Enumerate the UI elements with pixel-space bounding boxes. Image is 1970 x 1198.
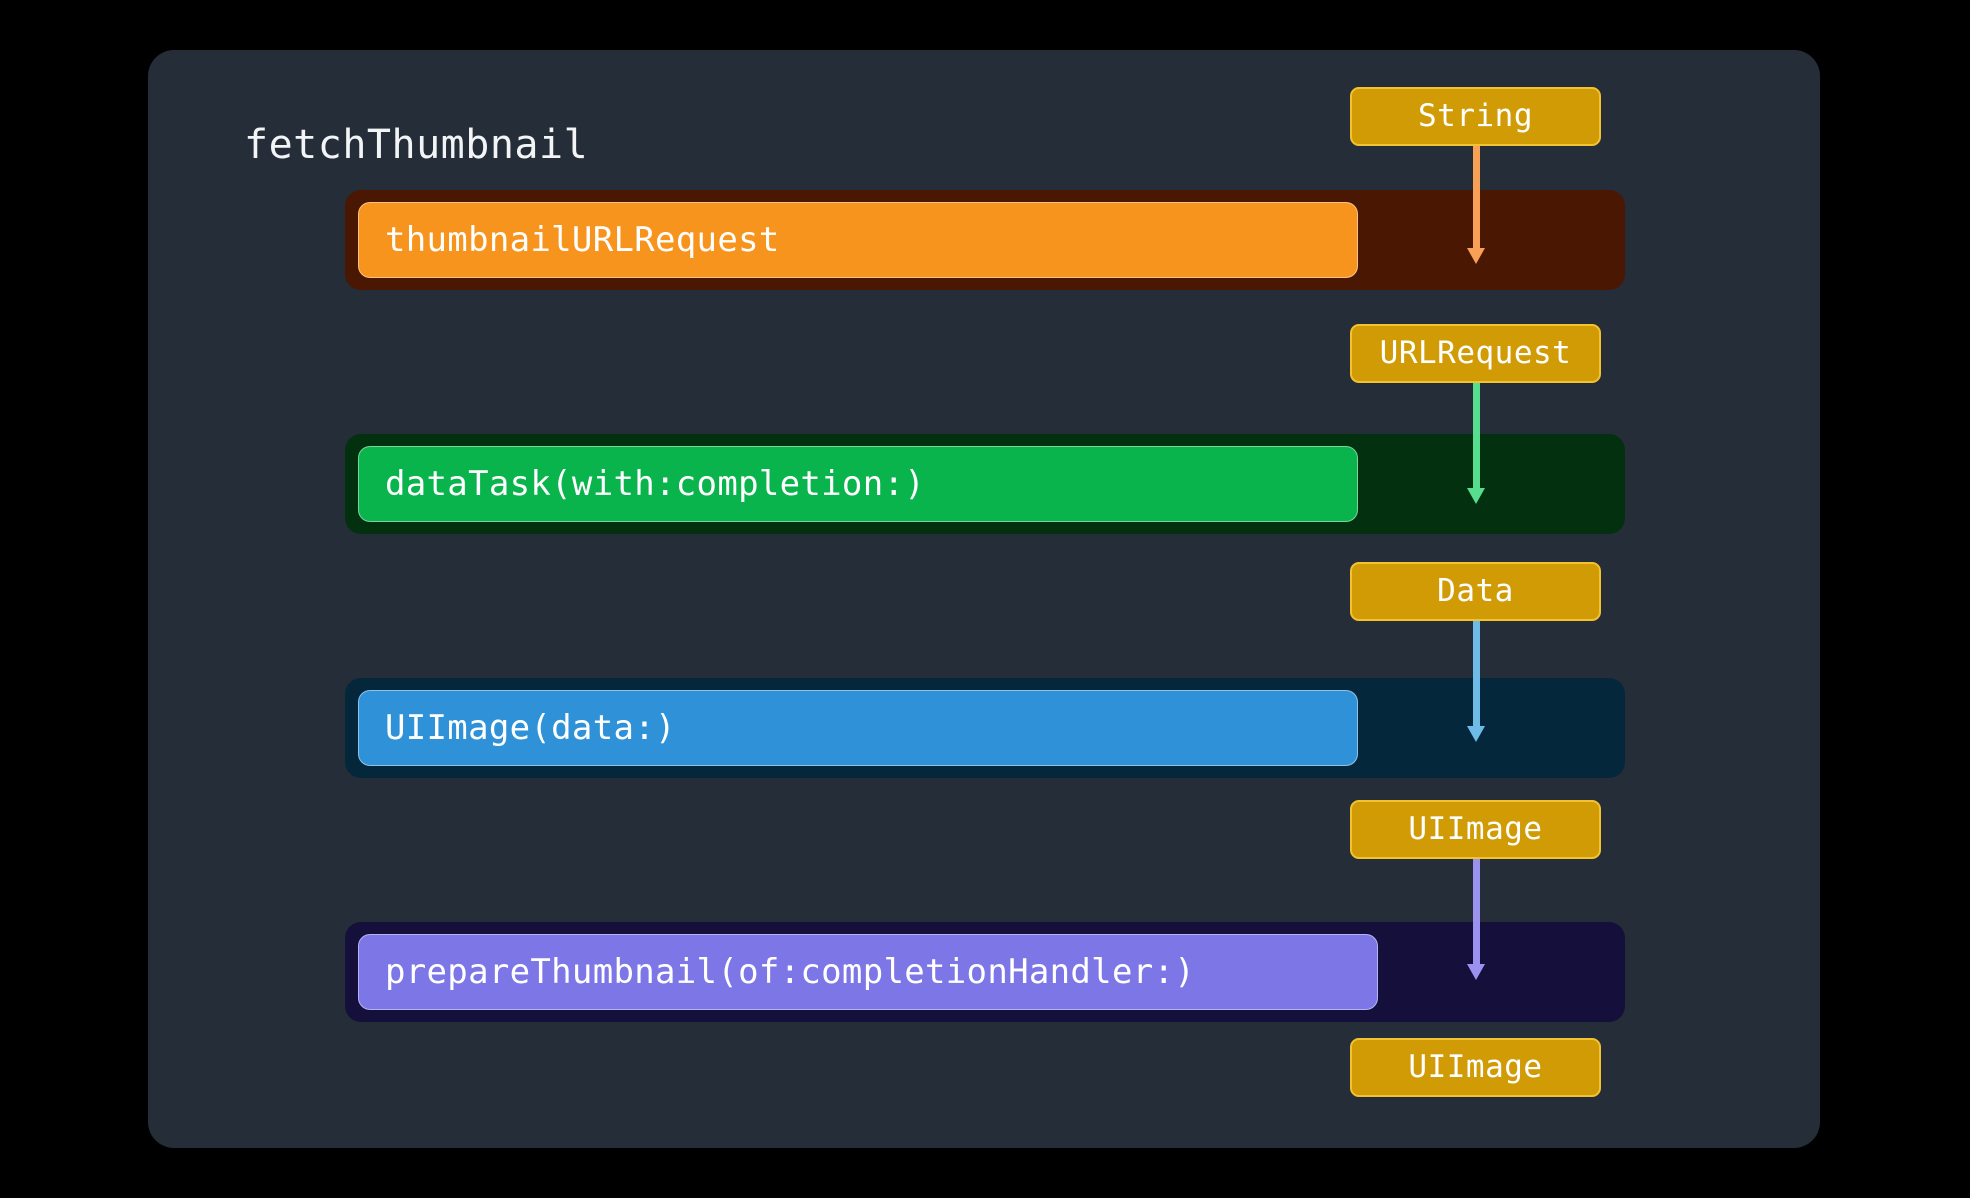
- type-pill-input[interactable]: String: [1350, 87, 1601, 146]
- arrow-shaft: [1473, 857, 1480, 964]
- function-row: dataTask(with:completion:): [345, 434, 1625, 534]
- arrow-shaft: [1473, 142, 1480, 248]
- flow-arrow-icon: [1467, 619, 1485, 742]
- function-label: thumbnailURLRequest: [385, 220, 780, 260]
- function-label: prepareThumbnail(of:completionHandler:): [385, 952, 1196, 992]
- type-pill-output[interactable]: Data: [1350, 562, 1601, 621]
- function-row: prepareThumbnail(of:completionHandler:): [345, 922, 1625, 1022]
- function-bar[interactable]: thumbnailURLRequest: [358, 202, 1358, 278]
- arrow-shaft: [1473, 381, 1480, 488]
- arrow-head: [1467, 488, 1485, 504]
- function-label: dataTask(with:completion:): [385, 464, 926, 504]
- arrow-shaft: [1473, 619, 1480, 726]
- type-pill-output[interactable]: UIImage: [1350, 1038, 1601, 1097]
- type-pill-output[interactable]: URLRequest: [1350, 324, 1601, 383]
- diagram-card: fetchThumbnail thumbnailURLRequest dataT…: [148, 50, 1820, 1148]
- type-pill-output[interactable]: UIImage: [1350, 800, 1601, 859]
- arrow-head: [1467, 964, 1485, 980]
- type-label: String: [1418, 98, 1533, 134]
- flow-arrow-icon: [1467, 381, 1485, 504]
- flow-arrow-icon: [1467, 142, 1485, 264]
- type-label: URLRequest: [1379, 335, 1572, 371]
- function-row: UIImage(data:): [345, 678, 1625, 778]
- arrow-head: [1467, 248, 1485, 264]
- function-label: UIImage(data:): [385, 708, 676, 748]
- function-bar[interactable]: UIImage(data:): [358, 690, 1358, 766]
- page-title: fetchThumbnail: [244, 122, 589, 168]
- arrow-head: [1467, 726, 1485, 742]
- type-label: UIImage: [1408, 811, 1543, 847]
- type-label: UIImage: [1408, 1049, 1543, 1085]
- type-label: Data: [1437, 573, 1514, 609]
- function-bar[interactable]: dataTask(with:completion:): [358, 446, 1358, 522]
- function-bar[interactable]: prepareThumbnail(of:completionHandler:): [358, 934, 1378, 1010]
- flow-arrow-icon: [1467, 857, 1485, 980]
- function-row: thumbnailURLRequest: [345, 190, 1625, 290]
